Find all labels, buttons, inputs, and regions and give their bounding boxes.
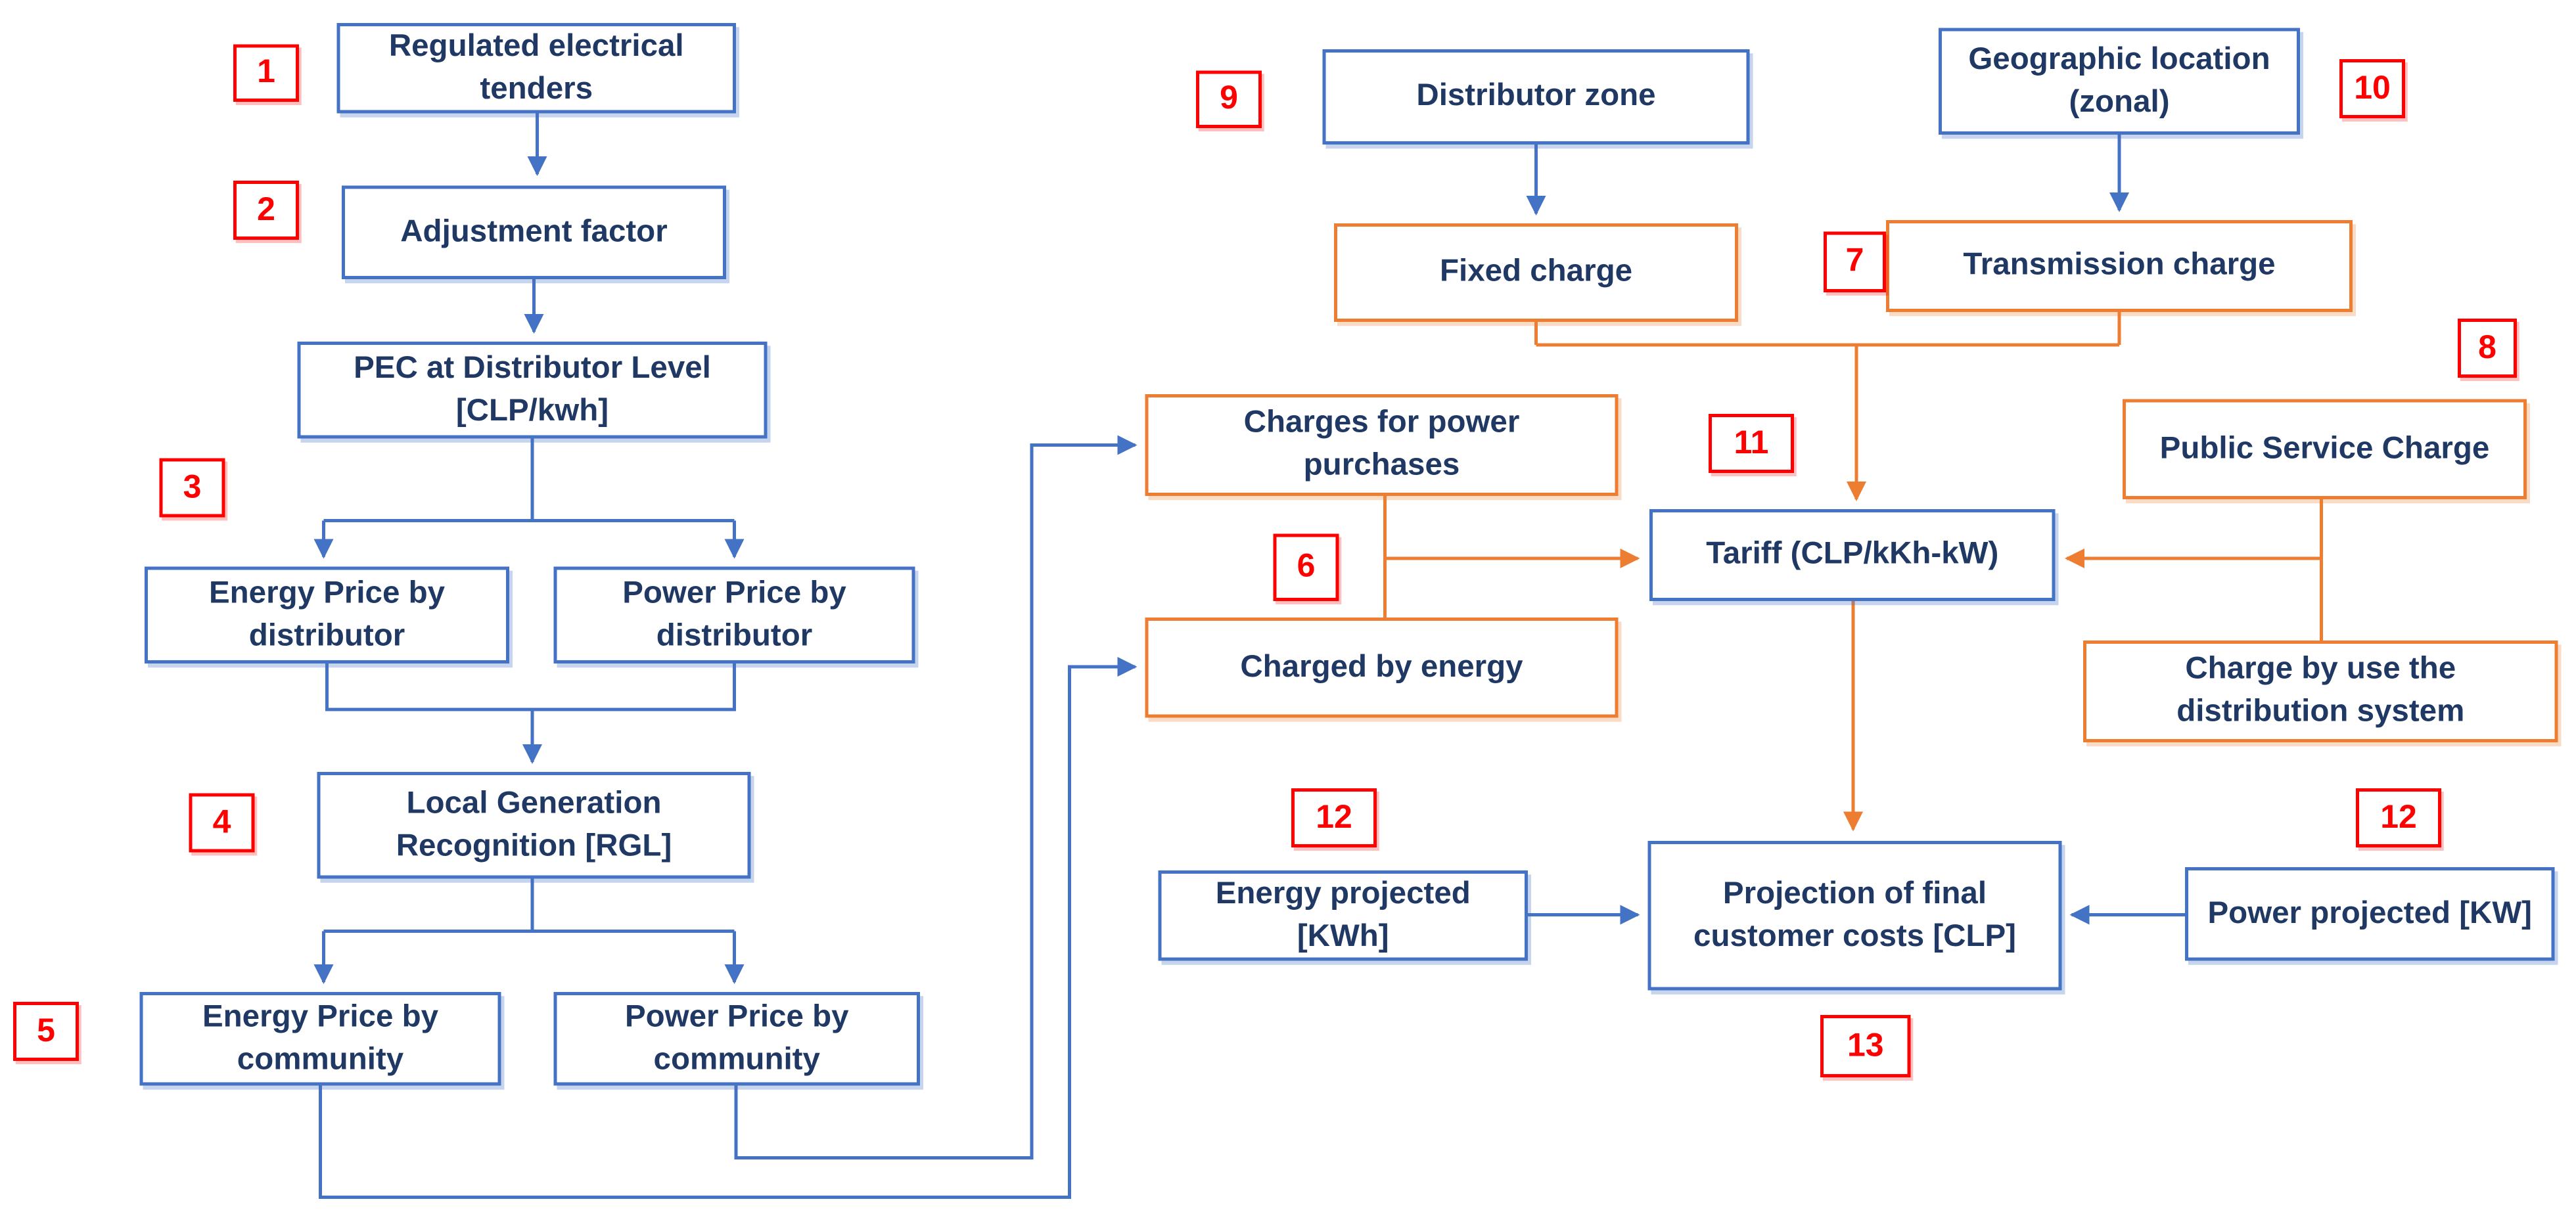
node-charged-by-energy: Charged by energy (1145, 618, 1619, 718)
node-label: Charges for power purchases (1243, 406, 1520, 483)
node-energy-projected: Energy projected [KWh] (1158, 870, 1528, 961)
badge-5: 5 (13, 1002, 79, 1061)
node-label: Tariff (CLP/kKh-kW) (1706, 537, 1999, 572)
arrow-energy-community-to-charged-by-energy (319, 657, 1138, 1199)
badge-label: 11 (1734, 424, 1769, 461)
node-power-price-community: Power Price by community (553, 992, 920, 1086)
badge-9: 9 (1196, 70, 1262, 128)
node-label: Local Generation Recognition [RGL] (396, 786, 672, 863)
node-charge-by-use-distribution-system: Charge by use the distribution system (2083, 641, 2558, 742)
join-fixed-transmission (1534, 312, 2121, 347)
badge-8: 8 (2458, 319, 2517, 378)
badge-label: 5 (37, 1012, 55, 1049)
node-label: Charge by use the distribution system (2176, 652, 2465, 729)
node-geographic-location-zonal: Geographic location (zonal) (1939, 28, 2300, 135)
node-local-generation-recognition: Local Generation Recognition [RGL] (317, 772, 751, 879)
node-label: Distributor zone (1416, 79, 1656, 114)
node-transmission-charge: Transmission charge (1886, 220, 2353, 312)
node-power-projected: Power projected [KW] (2185, 867, 2555, 961)
badge-label: 12 (2380, 799, 2417, 836)
badge-12-left: 12 (1291, 788, 1377, 847)
join-distributor-prices (325, 663, 736, 711)
badge-1: 1 (233, 44, 299, 102)
node-label: Public Service Charge (2159, 431, 2490, 466)
node-label: Transmission charge (1963, 248, 2276, 283)
node-label: Power Price by community (624, 1000, 849, 1077)
node-label: Geographic location (zonal) (1968, 42, 2270, 120)
split-rgl (323, 878, 735, 933)
node-label: Charged by energy (1240, 650, 1523, 685)
node-label: Adjustment factor (400, 214, 668, 250)
node-label: Power projected [KW] (2207, 896, 2533, 931)
node-label: Power Price by distributor (622, 576, 846, 653)
node-fixed-charge: Fixed charge (1334, 223, 1738, 322)
node-public-service-charge: Public Service Charge (2123, 399, 2527, 499)
node-label: PEC at Distributor Level [CLP/kwh] (354, 351, 711, 428)
badge-label: 1 (257, 54, 275, 91)
node-charges-for-power-purchases: Charges for power purchases (1145, 394, 1619, 496)
badge-label: 7 (1845, 243, 1864, 279)
badge-label: 13 (1847, 1027, 1884, 1064)
badge-11: 11 (1709, 414, 1794, 473)
badge-13: 13 (1820, 1015, 1911, 1077)
badge-10: 10 (2339, 59, 2405, 118)
badge-label: 9 (1220, 80, 1238, 117)
badge-label: 3 (183, 468, 202, 505)
badge-4: 4 (189, 793, 255, 853)
node-regulated-electrical-tenders: Regulated electrical tenders (336, 23, 736, 114)
badge-label: 10 (2354, 70, 2391, 106)
badge-label: 8 (2478, 329, 2496, 366)
badge-3: 3 (159, 458, 225, 518)
badge-7: 7 (1824, 231, 1886, 292)
badge-label: 4 (212, 803, 231, 840)
node-pec-distributor-level: PEC at Distributor Level [CLP/kwh] (297, 342, 768, 439)
badge-2: 2 (233, 181, 299, 240)
arrow-power-community-to-charges-power (734, 435, 1138, 1159)
node-label: Fixed charge (1439, 254, 1633, 290)
node-power-price-distributor: Power Price by distributor (553, 566, 915, 663)
node-energy-price-distributor: Energy Price by distributor (145, 566, 509, 663)
node-label: Regulated electrical tenders (388, 29, 684, 106)
badge-12-right: 12 (2356, 788, 2441, 847)
node-label: Energy Price by distributor (208, 576, 446, 653)
node-adjustment-factor: Adjustment factor (342, 185, 726, 279)
node-label: Projection of final customer costs [CLP] (1693, 876, 2016, 954)
badge-label: 12 (1316, 799, 1352, 836)
node-label: Energy Price by community (202, 1000, 439, 1077)
node-tariff: Tariff (CLP/kKh-kW) (1649, 509, 2056, 601)
node-energy-price-community: Energy Price by community (139, 992, 501, 1086)
badge-label: 6 (1297, 549, 1316, 585)
split-pec (323, 438, 735, 522)
badge-6: 6 (1273, 533, 1339, 601)
badge-label: 2 (257, 191, 275, 228)
node-label: Energy projected [KWh] (1215, 876, 1471, 954)
node-distributor-zone: Distributor zone (1322, 49, 1750, 145)
node-projection-final-customer-costs: Projection of final customer costs [CLP] (1647, 841, 2062, 991)
